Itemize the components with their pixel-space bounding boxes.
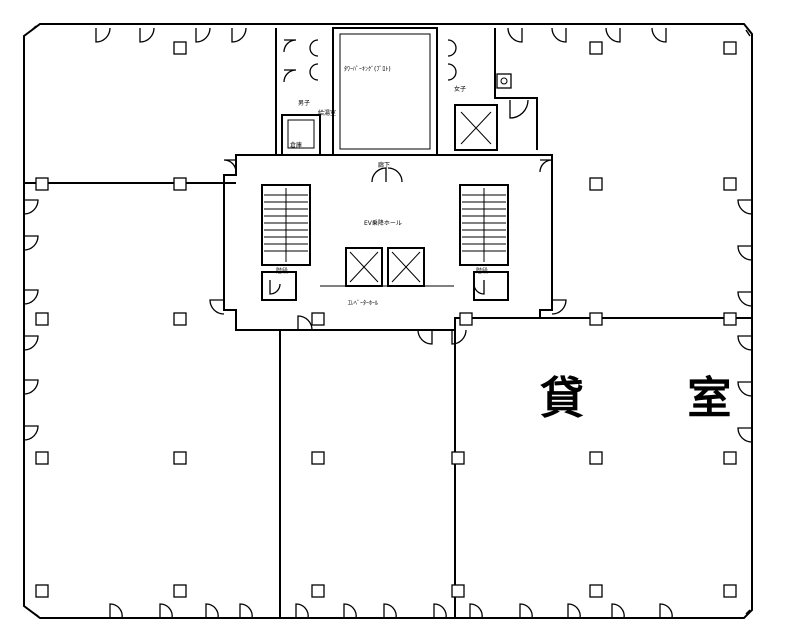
label-stair-left: 階段 (276, 268, 289, 275)
label-wc-male: 男子 (298, 100, 311, 107)
service-room (454, 104, 498, 151)
building-outline (23, 23, 753, 619)
tenant-room-label: 貸 室 (540, 373, 776, 424)
label-stair-right: 階段 (476, 268, 489, 275)
label-elevator-hall: EV乗降ホール (364, 220, 402, 227)
tower-parking-inner (339, 33, 431, 150)
stair-left (261, 184, 311, 266)
wall-top-left-room (24, 28, 277, 184)
label-tower-parking: ﾀﾜｰﾊﾟｰｷﾝｸﾞ(ﾌﾟﾛﾄ) (344, 66, 391, 73)
columns (35, 41, 737, 598)
label-corridor: 廊下 (378, 162, 391, 169)
label-storage: 倉庫 (290, 142, 303, 149)
label-elevator-row: ｴﾚﾍﾞｰﾀｰﾎｰﾙ (348, 300, 379, 307)
door-swings (23, 27, 753, 619)
label-pantry: 給湯室 (318, 110, 337, 117)
stair-right (459, 184, 509, 266)
label-wc-female: 女子 (454, 86, 467, 93)
wall-top-right-room (494, 28, 538, 150)
core-outline (223, 154, 553, 331)
tower-parking-outer (332, 27, 438, 156)
